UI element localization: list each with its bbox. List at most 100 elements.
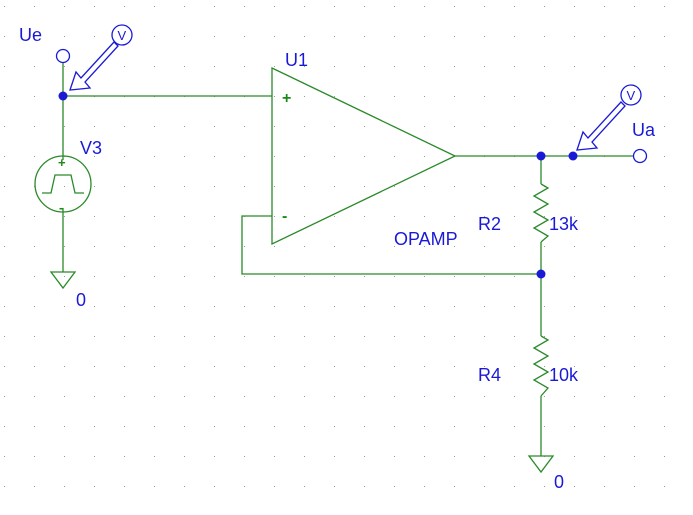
grid-dot: [154, 276, 155, 277]
grid-dot: [274, 366, 275, 367]
grid-dot: [394, 306, 395, 307]
grid-dot: [94, 306, 95, 307]
output-terminal-circle: [632, 148, 648, 164]
grid-dot: [394, 96, 395, 97]
resistor-r4-value-label: 10k: [549, 365, 579, 385]
grid-dot: [484, 66, 485, 67]
grid-dot: [34, 66, 35, 67]
grid-dot: [34, 486, 35, 487]
resistor-r4[interactable]: R4 10k: [478, 335, 579, 397]
opamp-plus-pin-label: +: [282, 90, 291, 107]
grid-dot: [184, 156, 185, 157]
grid-dot: [484, 306, 485, 307]
net-input-ue[interactable]: Ue: [19, 25, 71, 64]
grid-dot: [244, 306, 245, 307]
grid-dot: [334, 96, 335, 97]
source-ref-label: V3: [80, 138, 102, 158]
voltage-probe-output[interactable]: V: [576, 84, 642, 151]
grid-dot: [424, 396, 425, 397]
grid-dot: [454, 426, 455, 427]
grid-dot: [184, 456, 185, 457]
grid-dot: [574, 456, 575, 457]
grid-dot: [484, 366, 485, 367]
grid-dot: [604, 246, 605, 247]
grid-dot: [634, 456, 635, 457]
grid-dot: [64, 306, 65, 307]
grid-dot: [34, 396, 35, 397]
grid-dot: [304, 216, 305, 217]
grid-dot: [244, 6, 245, 7]
grid-dot: [604, 96, 605, 97]
input-net-label: Ue: [19, 25, 42, 45]
grid-dot: [154, 6, 155, 7]
grid-dot: [304, 426, 305, 427]
probe-output-arrow-icon: [576, 101, 626, 151]
grid-dot: [454, 246, 455, 247]
grid-dot: [274, 6, 275, 7]
grid-dot: [484, 126, 485, 127]
source-plus-pin-label: +: [58, 155, 66, 170]
grid-dot: [124, 306, 125, 307]
grid-dot: [334, 336, 335, 337]
grid-dot: [634, 126, 635, 127]
grid-dot: [604, 186, 605, 187]
resistor-r2-ref-label: R2: [478, 214, 501, 234]
grid-dot: [64, 246, 65, 247]
grid-dots: [4, 6, 665, 487]
wire-feedback-loop: [241, 215, 541, 275]
grid-dot: [364, 246, 365, 247]
grid-dot: [634, 486, 635, 487]
opamp-u1[interactable]: + - U1 OPAMP: [271, 50, 458, 249]
grid-dot: [154, 396, 155, 397]
grid-dot: [544, 6, 545, 7]
grid-dot: [214, 6, 215, 7]
grid-dot: [604, 6, 605, 7]
grid-dot: [64, 6, 65, 7]
grid-dot: [64, 276, 65, 277]
grid-dot: [544, 396, 545, 397]
grid-dot: [34, 36, 35, 37]
grid-dot: [574, 306, 575, 307]
grid-dot: [454, 216, 455, 217]
grid-dot: [634, 306, 635, 307]
grid-dot: [274, 96, 275, 97]
grid-dot: [454, 306, 455, 307]
grid-dot: [664, 276, 665, 277]
grid-dot: [34, 336, 35, 337]
grid-dot: [364, 306, 365, 307]
grid-dot: [394, 426, 395, 427]
grid-dot: [64, 486, 65, 487]
grid-dot: [34, 126, 35, 127]
grid-dot: [604, 306, 605, 307]
grid-dot: [124, 156, 125, 157]
net-output-ua[interactable]: Ua: [632, 120, 656, 164]
grid-dot: [304, 366, 305, 367]
grid-dot: [364, 96, 365, 97]
grid-dot: [394, 66, 395, 67]
grid-dot: [514, 276, 515, 277]
grid-dot: [274, 216, 275, 217]
grid-dot: [664, 336, 665, 337]
grid-dot: [94, 126, 95, 127]
grid-dot: [34, 306, 35, 307]
grid-dot: [604, 426, 605, 427]
ground-bottom[interactable]: 0: [527, 455, 564, 492]
resistor-r2[interactable]: R2 13k: [478, 183, 579, 243]
input-terminal-circle: [55, 48, 71, 64]
voltage-probe-input[interactable]: V: [69, 24, 133, 91]
grid-dot: [244, 276, 245, 277]
grid-dot: [34, 366, 35, 367]
grid-dot: [64, 396, 65, 397]
grid-dot: [154, 426, 155, 427]
voltage-source-v3[interactable]: + - V3: [34, 138, 102, 215]
ground-bottom-label: 0: [554, 472, 564, 492]
grid-dot: [94, 6, 95, 7]
probe-output-label: V: [627, 88, 636, 103]
grid-dot: [94, 186, 95, 187]
grid-dot: [214, 66, 215, 67]
grid-dot: [454, 96, 455, 97]
ground-left[interactable]: 0: [49, 271, 86, 310]
grid-dot: [244, 246, 245, 247]
grid-dot: [304, 456, 305, 457]
